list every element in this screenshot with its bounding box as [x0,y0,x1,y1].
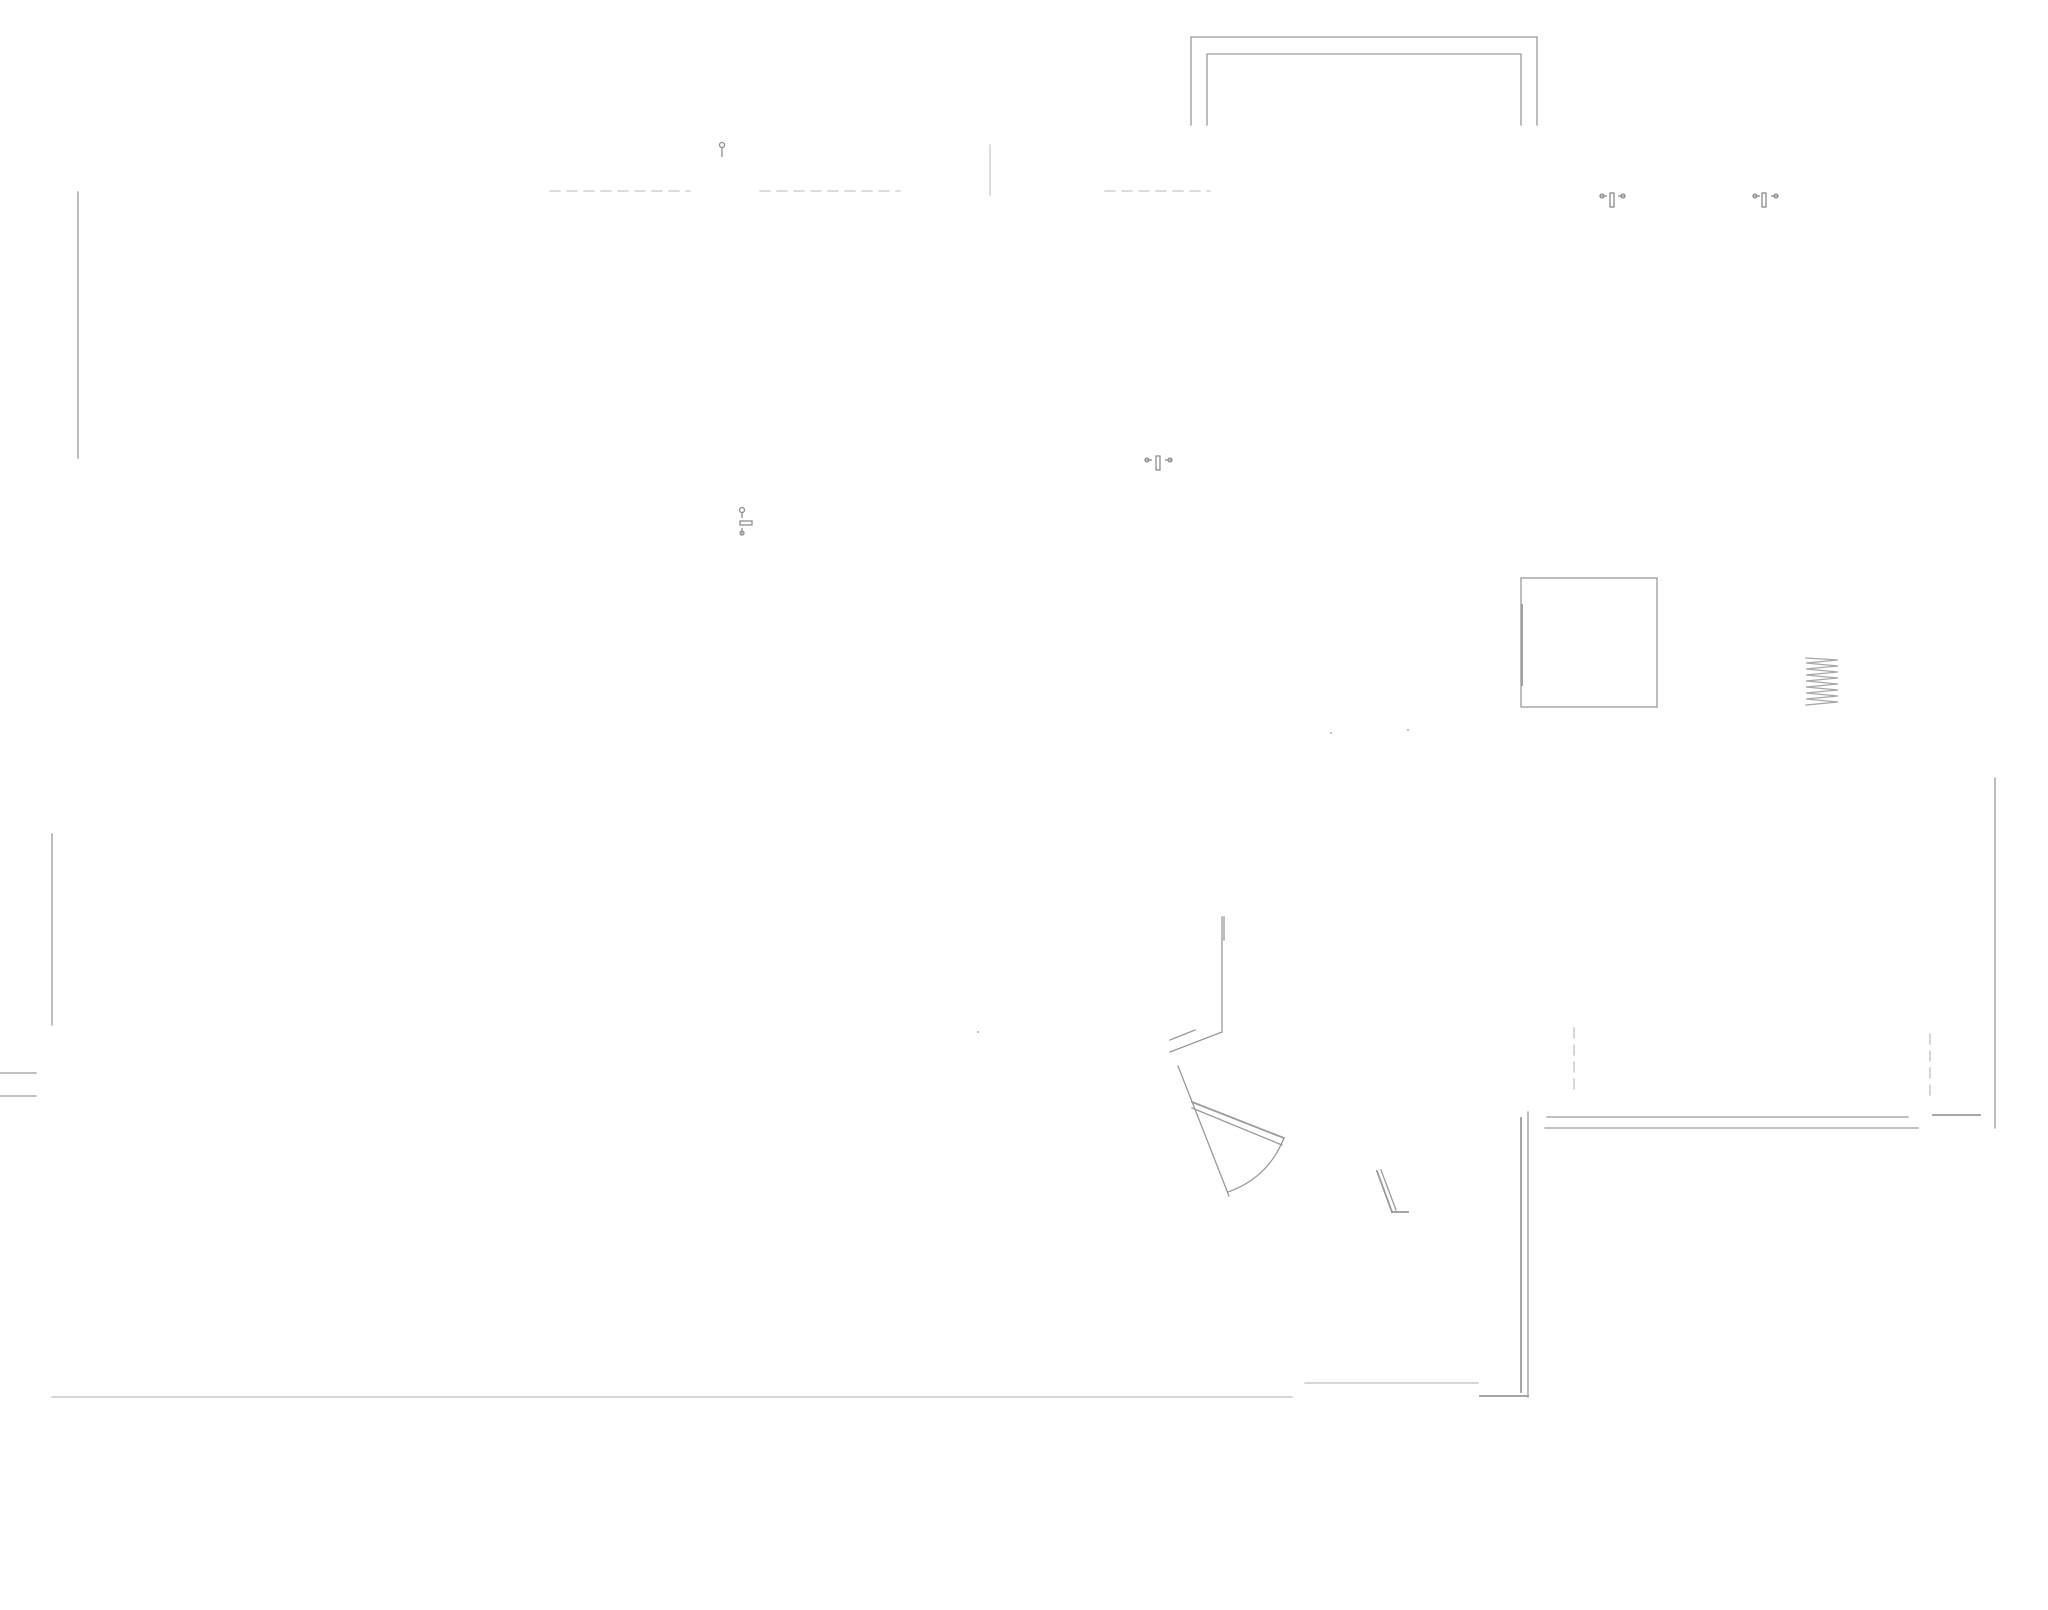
bathroom-wall-vertical [1479,1111,1529,1398]
dashed-partitions [1573,1027,1931,1101]
ceiling-light-icon [718,141,726,157]
walls [0,36,1996,1398]
switch-icon [1599,192,1626,208]
marker-dot [1407,729,1409,731]
swing-door-small [1375,1169,1409,1214]
staircase-opening [1190,36,1538,126]
marker-dot [977,1031,979,1033]
left-edge-stub [0,1072,37,1097]
bathroom-wall-horizontal [1544,1114,1981,1129]
door-frame-corner [1169,916,1225,1053]
marker-dot [1330,732,1332,734]
swing-door [1177,1065,1286,1197]
top-dashed-wall [549,144,1211,196]
light-switch-icon [738,506,753,536]
switch-icon [1144,455,1173,471]
radiator [1805,657,1839,706]
switch-icon [1752,192,1779,208]
fixtures [718,141,1779,1033]
window-box [1520,577,1658,708]
